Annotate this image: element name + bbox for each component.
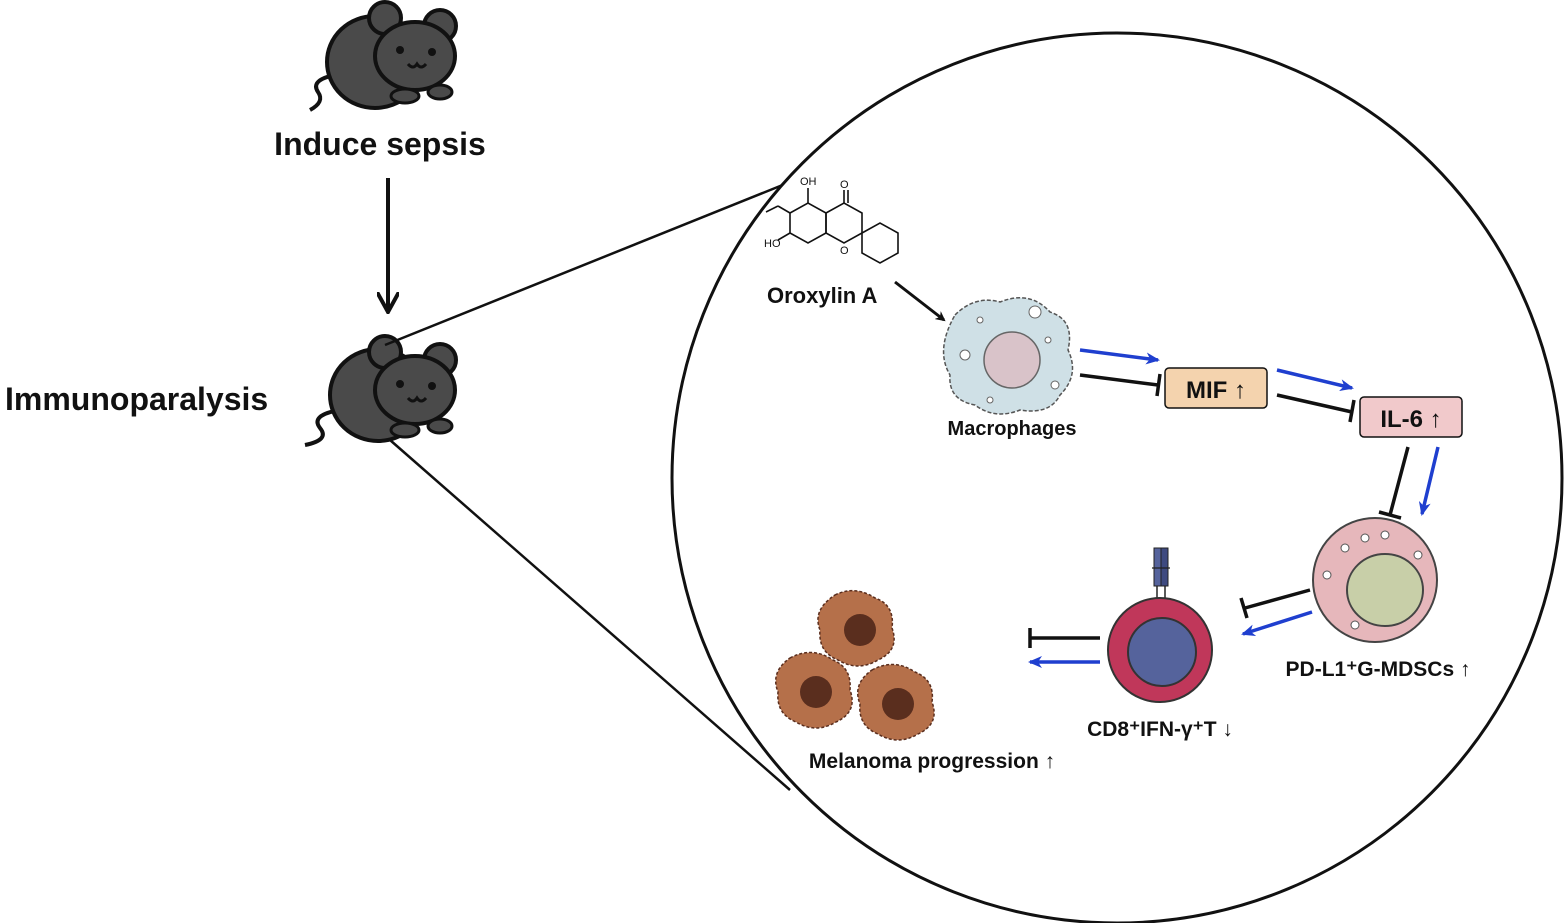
mif-label: MIF ↑ bbox=[1186, 377, 1246, 404]
inhibit-arrow-tcell bbox=[1239, 588, 1311, 619]
macrophages-label: Macrophages bbox=[948, 418, 1077, 440]
ring-o-label: O bbox=[840, 245, 849, 257]
promote-arrow-mif bbox=[1079, 348, 1160, 365]
promote-arrow-tcell bbox=[1241, 610, 1313, 637]
tcell-icon bbox=[1107, 547, 1213, 703]
zoom-circle bbox=[670, 31, 1564, 923]
zoom-line-top bbox=[384, 176, 801, 347]
mouse-top-icon bbox=[309, 0, 458, 112]
cd8-label: CD8⁺IFN-γ⁺T ↓ bbox=[1087, 718, 1233, 741]
oroxylin-a-structure-icon bbox=[765, 188, 899, 264]
melanoma-label: Melanoma progression ↑ bbox=[809, 750, 1055, 773]
inhibit-arrow-melanoma bbox=[1028, 628, 1100, 648]
promote-arrow-mdsc bbox=[1418, 446, 1440, 516]
oroxylin-arrow bbox=[894, 280, 946, 322]
immunoparalysis-label: Immunoparalysis bbox=[5, 381, 268, 417]
il6-label: IL-6 ↑ bbox=[1380, 406, 1441, 433]
ketone-o-label: O bbox=[840, 179, 849, 191]
mdsc-label: PD-L1⁺G-MDSCs ↑ bbox=[1286, 658, 1471, 681]
mouse-bottom-icon bbox=[304, 334, 458, 447]
il6-box bbox=[1359, 396, 1463, 438]
oh-top-label: OH bbox=[800, 176, 817, 188]
mif-box bbox=[1164, 367, 1268, 409]
inhibit-arrow-mdsc bbox=[1378, 446, 1410, 520]
oh-left-label: HO bbox=[764, 238, 781, 250]
mdsc-cell-icon bbox=[1312, 517, 1438, 643]
inhibit-arrow-mif bbox=[1079, 373, 1162, 397]
inhibit-arrow-il6 bbox=[1276, 393, 1356, 423]
oroxylin-a-label: Oroxylin A bbox=[767, 283, 878, 308]
promote-arrow-il6 bbox=[1276, 368, 1354, 392]
induce-sepsis-label: Induce sepsis bbox=[274, 126, 486, 162]
macrophage-cell-icon bbox=[942, 297, 1074, 415]
zoom-line-bottom bbox=[389, 439, 791, 791]
melanoma-cells-icon bbox=[775, 589, 935, 741]
